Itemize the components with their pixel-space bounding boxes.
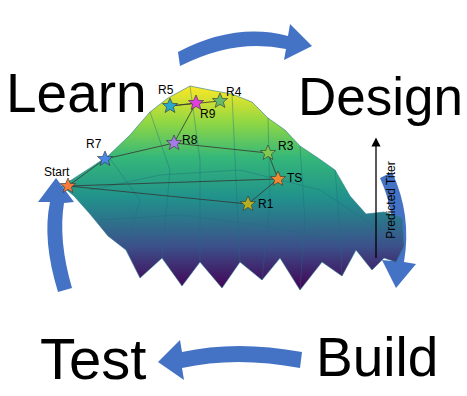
point-label: TS bbox=[287, 172, 302, 184]
axis-arrow bbox=[375, 142, 376, 258]
cycle-arrow bbox=[38, 178, 74, 292]
stage-word: Build bbox=[316, 330, 438, 385]
point-label: R1 bbox=[258, 198, 273, 210]
cycle-arrow bbox=[158, 340, 302, 380]
point-label: R5 bbox=[158, 84, 173, 96]
cycle-arrow bbox=[178, 24, 312, 66]
point-label: Start bbox=[44, 166, 69, 178]
point-label: R9 bbox=[200, 108, 215, 120]
stage-word: Design bbox=[298, 70, 463, 123]
point-label: R8 bbox=[182, 134, 197, 146]
point-label: R4 bbox=[226, 86, 241, 98]
point-label: R3 bbox=[278, 140, 293, 152]
point-label: R7 bbox=[86, 138, 101, 150]
axis-label: Predicted Titer bbox=[385, 161, 397, 238]
stage-word: Learn bbox=[6, 66, 147, 121]
stage-word: Test bbox=[40, 330, 146, 388]
